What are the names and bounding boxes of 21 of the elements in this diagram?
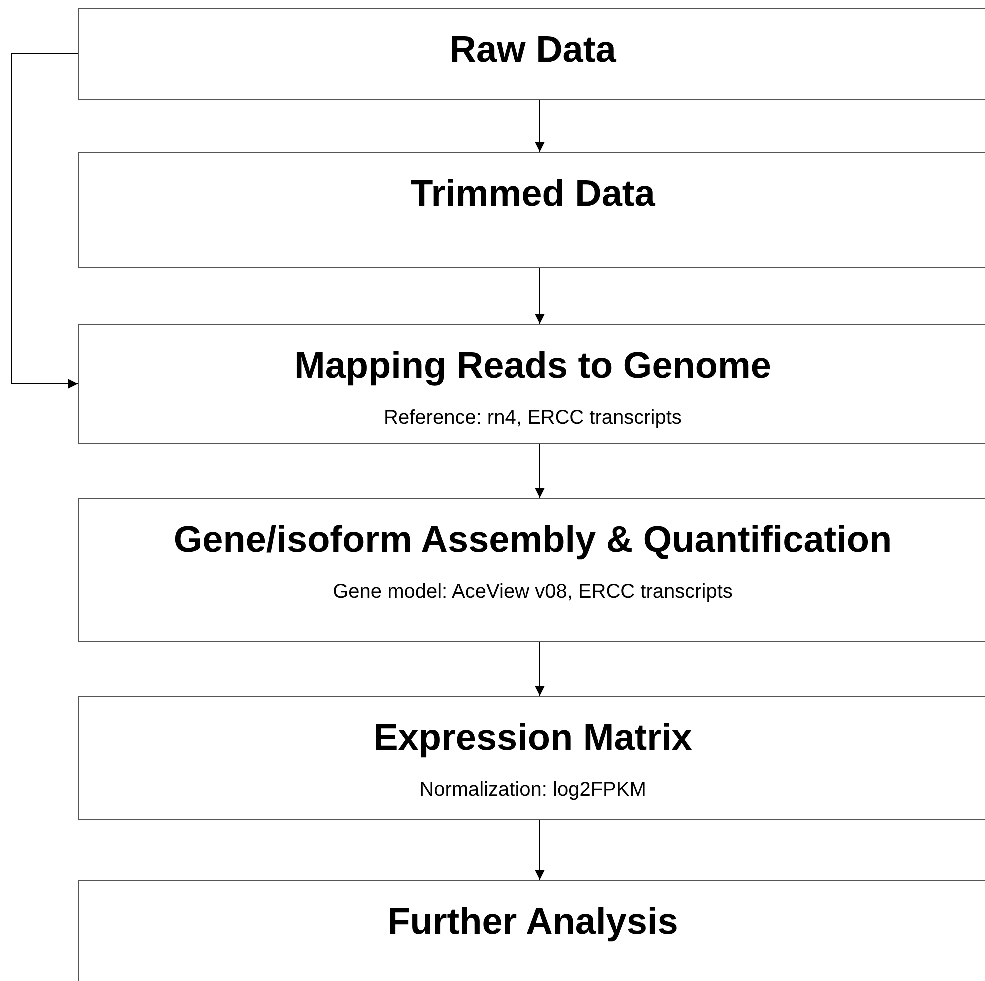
- process-box: [78, 880, 985, 981]
- step-detail: Normalization: log2FPKM: [420, 778, 646, 804]
- step-title: Trimmed Data: [410, 172, 656, 216]
- process-box: [78, 696, 985, 820]
- arrow: [12, 54, 78, 389]
- arrow: [535, 100, 545, 152]
- step-title: Mapping Reads to Genome: [294, 344, 772, 388]
- arrow: [535, 268, 545, 324]
- process-box: [78, 8, 985, 100]
- arrow: [535, 820, 545, 880]
- process-box: [78, 498, 985, 642]
- step-detail: Reference: rn4, ERCC transcripts: [384, 406, 682, 432]
- step-detail: Gene model: AceView v08, ERCC transcripts: [333, 580, 733, 606]
- arrow: [535, 444, 545, 498]
- step-title: Expression Matrix: [374, 716, 692, 760]
- step-title: Further Analysis: [388, 900, 678, 944]
- step-title: Raw Data: [450, 28, 616, 72]
- process-box: [78, 152, 985, 268]
- process-box: [78, 324, 985, 444]
- arrow: [535, 642, 545, 696]
- step-title: Gene/isoform Assembly & Quantification: [174, 518, 892, 562]
